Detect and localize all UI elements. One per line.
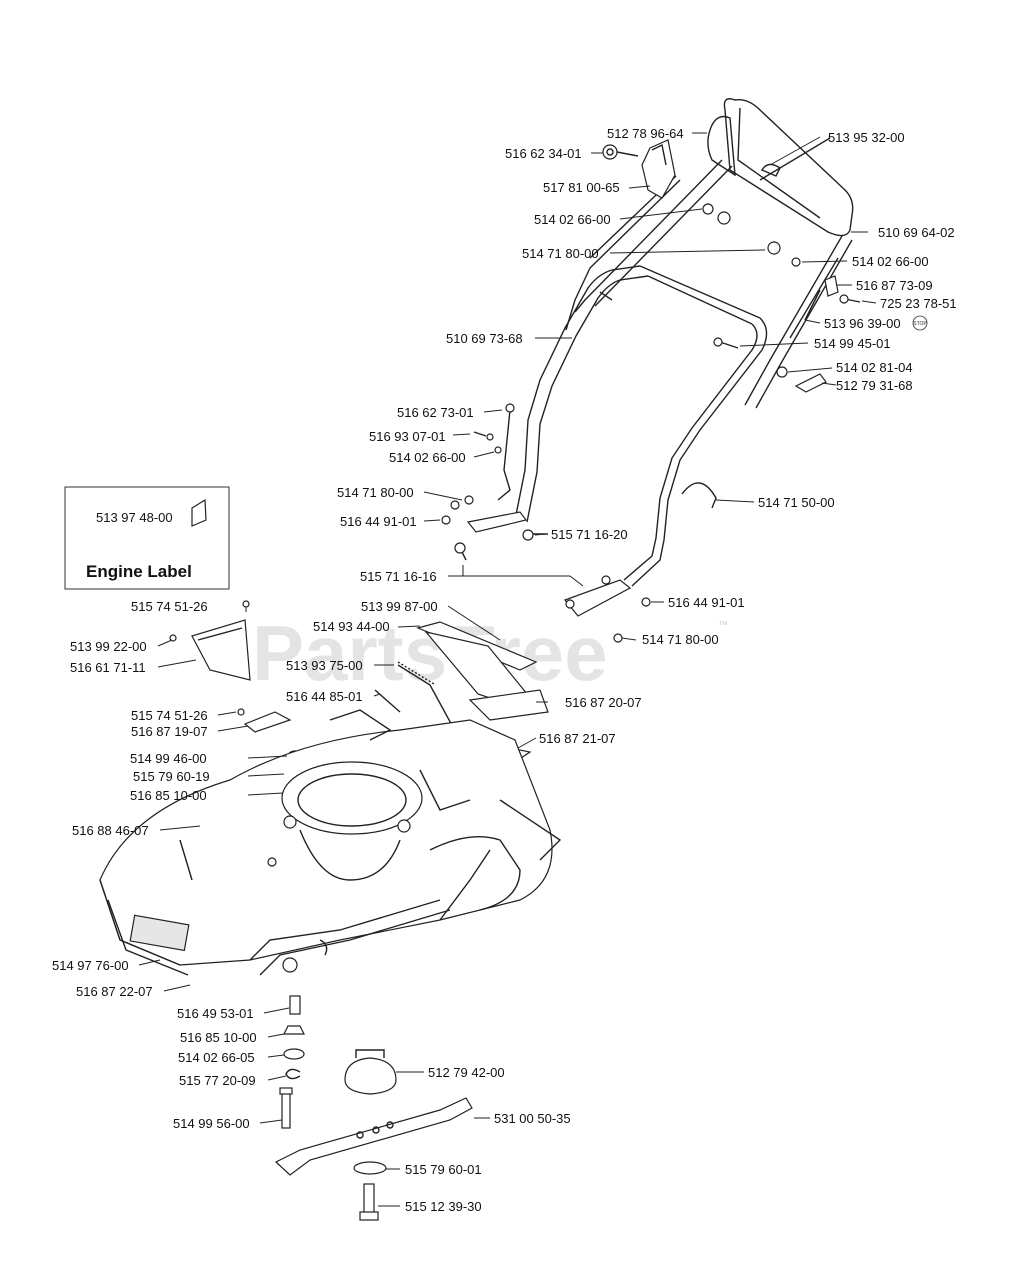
part-label: 514 71 80-00 [337,485,414,500]
deflector-bracket [191,619,251,681]
watermark: PartsTree [252,609,608,697]
part-label: 516 93 07-01 [369,429,446,444]
washer-icon [641,597,651,607]
part-label: 515 79 60-01 [405,1162,482,1177]
mower-deck [99,709,562,976]
washer-icon [776,366,788,378]
part-label: 514 02 66-00 [852,254,929,269]
control-cable [565,179,681,331]
bolt-icon [363,1183,375,1215]
engine-label-box [64,486,230,590]
part-label: 516 87 21-07 [539,731,616,746]
part-label: 515 77 20-09 [179,1073,256,1088]
small-bracket [243,711,292,733]
part-label: 512 78 96-64 [607,126,684,141]
washer-icon [353,1161,387,1175]
part-label: 513 99 87-00 [361,599,438,614]
blade-hub-icon [344,1057,397,1095]
blade-icon [274,1097,473,1176]
part-label: 513 99 22-00 [70,639,147,654]
part-label: 514 99 45-01 [814,336,891,351]
part-label: 516 87 20-07 [565,695,642,710]
part-label: 513 96 39-00 [824,316,901,331]
part-label: 516 62 73-01 [397,405,474,420]
upper-handle [574,98,854,409]
part-label: 516 61 71-11 [70,660,146,675]
bracket-icon [824,275,839,297]
nut-icon [464,495,474,505]
part-label: 515 74 51-26 [131,599,208,614]
blade-assembly [274,995,473,1221]
washer-icon [791,257,801,267]
part-label: 516 87 73-09 [856,278,933,293]
part-label: 515 71 16-20 [551,527,628,542]
part-label: 512 79 31-68 [836,378,913,393]
part-label: 516 88 46-07 [72,823,149,838]
nut-icon [767,241,781,255]
part-label: 515 12 39-30 [405,1199,482,1214]
bolt-icon [281,1091,291,1129]
part-label: 514 02 66-00 [534,212,611,227]
engine-label-part: 513 97 48-00 [96,510,173,525]
part-label: 514 02 66-00 [389,450,466,465]
part-label: 516 85 10-00 [130,788,207,803]
part-label: 514 97 76-00 [52,958,129,973]
part-label: 516 44 91-01 [340,514,417,529]
leader-lines [138,132,877,1207]
part-label: 514 71 80-00 [642,632,719,647]
part-label: 510 69 64-02 [878,225,955,240]
washer-icon [283,1048,305,1060]
part-label: 515 79 60-19 [133,769,210,784]
part-label: 516 85 10-00 [180,1030,257,1045]
part-label: 514 02 66-05 [178,1050,255,1065]
nut-icon [450,500,460,510]
part-label: 513 95 32-00 [828,130,905,145]
part-label: 516 62 34-01 [505,146,582,161]
part-label: 516 87 22-07 [76,984,153,999]
part-label: 531 00 50-35 [494,1111,571,1126]
bracket-icon [466,511,528,533]
bracket-icon [564,579,632,617]
washer-icon [702,203,714,215]
part-label: 514 71 50-00 [758,495,835,510]
flap-plate [468,689,549,721]
screw-icon [473,431,487,437]
part-label: 514 99 46-00 [130,751,207,766]
engine-label-title: Engine Label [86,562,192,581]
stop-text: STOP [913,321,927,327]
part-label: 514 99 56-00 [173,1116,250,1131]
part-label: 516 44 91-01 [668,595,745,610]
part-label: 516 44 85-01 [286,689,363,704]
part-label: 515 74 51-26 [131,708,208,723]
nut-icon [717,211,731,225]
knob-icon [794,373,827,393]
part-label: 725 23 78-51 [880,296,957,311]
part-label: 513 93 75-00 [286,658,363,673]
hub-icon [283,1025,305,1035]
part-label: 516 87 19-07 [131,724,208,739]
part-label: 512 79 42-00 [428,1065,505,1080]
bolt-icon [719,341,739,349]
part-label: 514 71 80-00 [522,246,599,261]
part-label: 516 49 53-01 [177,1006,254,1021]
part-label: 515 71 16-16 [360,569,437,584]
spacer-icon [289,995,301,1015]
pivot-rod [374,689,401,713]
nut-icon [613,633,623,643]
brake-control [602,139,676,199]
cable-clip [681,482,717,509]
part-label: 514 02 81-04 [836,360,913,375]
stop-badge [912,315,928,331]
part-labels: 512 78 96-64 516 62 34-01 517 81 00-65 5… [52,126,957,1214]
circlip-icon [285,1068,301,1080]
part-label: 517 81 00-65 [543,180,620,195]
part-label: 514 93 44-00 [313,619,390,634]
cable-rod [497,409,511,501]
washer-icon [441,515,451,525]
part-label: 510 69 73-68 [446,331,523,346]
watermark-tm: ™ [718,620,728,631]
